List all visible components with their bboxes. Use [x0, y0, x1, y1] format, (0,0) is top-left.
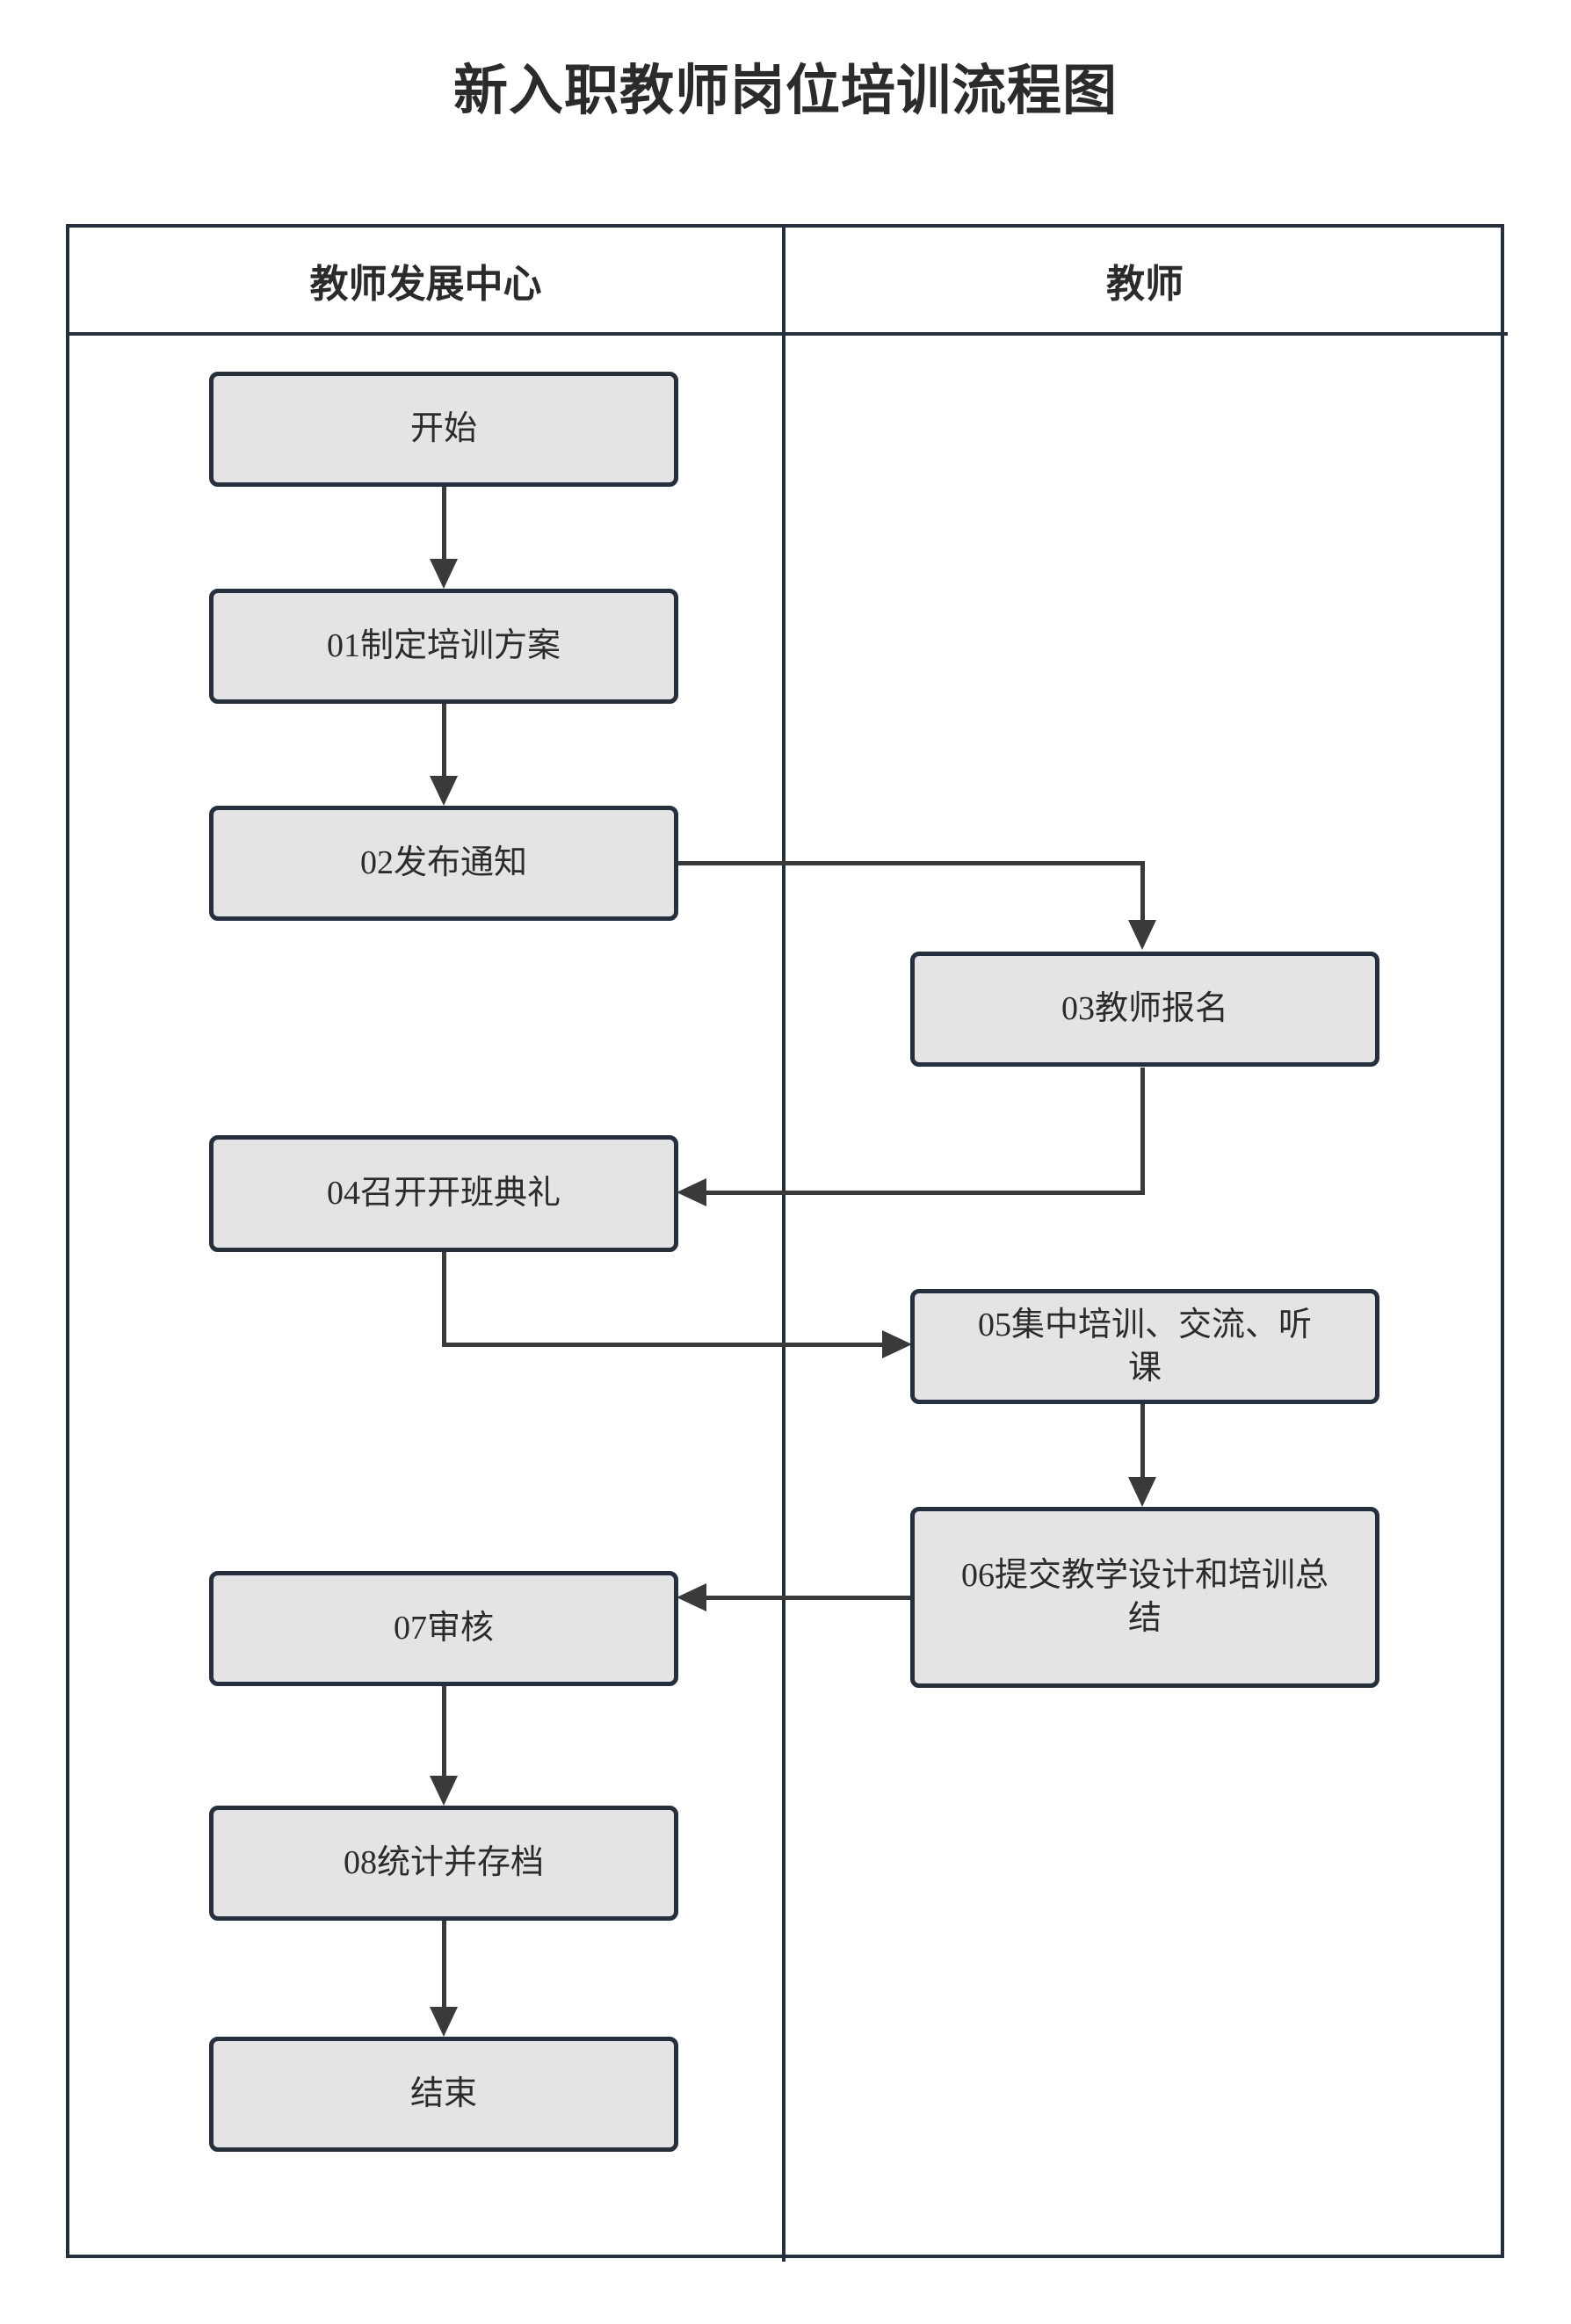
- node-05-centralized-training[interactable]: 05集中培训、交流、听课: [910, 1289, 1379, 1404]
- edge-start-to-01-arrowhead: [430, 559, 458, 589]
- node-08-statistics-and-archiving[interactable]: 08统计并存档: [209, 1806, 678, 1921]
- page-title: 新入职教师岗位培训流程图: [452, 61, 1118, 121]
- lane-header-divider: [69, 332, 1508, 336]
- edge-01-to-02-line: [442, 703, 446, 778]
- edge-02-to-03-vertical: [1140, 861, 1145, 923]
- node-start[interactable]: 开始: [209, 372, 678, 487]
- node-07-review[interactable]: 07审核: [209, 1571, 678, 1686]
- edge-08-to-end-line: [442, 1920, 446, 2009]
- node-end-label: 结束: [409, 2075, 477, 2113]
- edge-start-to-01-line: [442, 486, 446, 561]
- node-04-label: 04召开开班典礼: [326, 1175, 561, 1213]
- edge-02-to-03-arrowhead: [1128, 920, 1156, 950]
- edge-07-to-08-line: [442, 1685, 446, 1777]
- edge-06-to-07-arrowhead: [677, 1583, 706, 1611]
- edge-04-to-05-horizontal: [442, 1343, 884, 1347]
- node-01-label: 01制定培训方案: [326, 627, 561, 665]
- node-08-label: 08统计并存档: [343, 1844, 544, 1882]
- node-02-label: 02发布通知: [359, 844, 527, 882]
- edge-04-to-05-arrowhead: [882, 1330, 912, 1358]
- lane-vertical-divider: [782, 228, 786, 2262]
- node-06-label: 06提交教学设计和培训总结: [960, 1557, 1328, 1637]
- edge-07-to-08-arrowhead: [430, 1776, 458, 1806]
- node-start-label: 开始: [409, 410, 477, 448]
- node-07-label: 07审核: [393, 1610, 494, 1647]
- edge-04-to-05-vertical: [442, 1252, 446, 1347]
- node-03-label: 03教师报名: [1061, 990, 1228, 1028]
- node-02-publish-notice[interactable]: 02发布通知: [209, 806, 678, 921]
- node-04-opening-ceremony[interactable]: 04召开开班典礼: [209, 1135, 678, 1252]
- node-05-label: 05集中培训、交流、听课: [977, 1306, 1312, 1386]
- edge-06-to-07-horizontal: [703, 1596, 914, 1600]
- edge-08-to-end-arrowhead: [430, 2007, 458, 2037]
- edge-05-to-06-line: [1140, 1403, 1145, 1480]
- edge-05-to-06-arrowhead: [1128, 1477, 1156, 1507]
- node-01-formulate-training-plan[interactable]: 01制定培训方案: [209, 589, 678, 704]
- lane-header-teacher: 教师: [1106, 262, 1184, 306]
- node-06-submit-teaching-design-and-summary[interactable]: 06提交教学设计和培训总结: [910, 1507, 1379, 1688]
- node-end[interactable]: 结束: [209, 2037, 678, 2152]
- edge-03-to-04-arrowhead: [677, 1178, 706, 1206]
- lane-header-teacher-development-center: 教师发展中心: [309, 262, 542, 306]
- edge-01-to-02-arrowhead: [430, 776, 458, 806]
- edge-03-to-04-horizontal: [703, 1191, 1143, 1195]
- edge-02-to-03-horizontal: [678, 861, 1145, 865]
- node-03-teacher-registration[interactable]: 03教师报名: [910, 952, 1379, 1067]
- edge-03-to-04-vertical: [1140, 1068, 1145, 1195]
